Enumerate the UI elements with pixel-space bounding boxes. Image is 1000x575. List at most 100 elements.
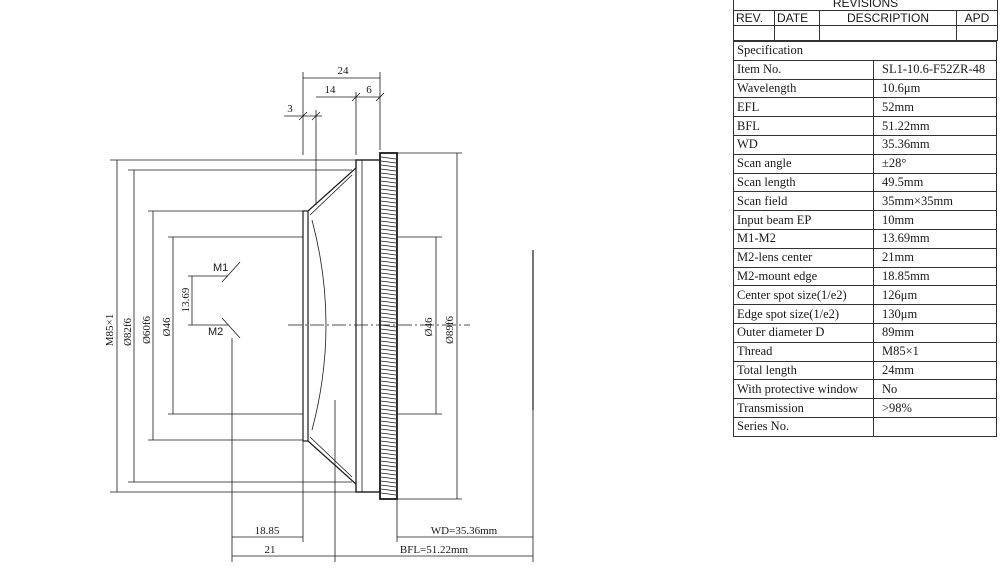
rev-empty-cell	[774, 25, 820, 41]
thread-mark	[380, 396, 397, 400]
spec-value: 49.5mm	[873, 172, 997, 193]
taper-top	[307, 159, 380, 212]
spec-label: Transmission	[733, 398, 874, 418]
spec-label: Total length	[733, 360, 874, 381]
thread-mark	[380, 324, 397, 328]
dim-18-85: 18.85	[255, 525, 280, 537]
thread-mark	[380, 360, 397, 364]
dim-m85: M85×1	[104, 314, 116, 346]
thread-mark	[380, 392, 397, 396]
rev-empty-cell	[956, 25, 998, 41]
thread-mark	[380, 160, 397, 164]
taper-inner-top	[309, 174, 353, 216]
thread-mark	[380, 164, 397, 168]
thread-mark	[380, 276, 397, 280]
thread-mark	[380, 488, 397, 492]
spec-label: Input beam EP	[733, 210, 874, 230]
thread-mark	[380, 184, 397, 188]
spec-label: M2-mount edge	[733, 266, 874, 287]
rev-empty-cell	[819, 25, 957, 41]
dim-bfl: BFL=51.22mm	[400, 544, 469, 556]
thread-mark	[380, 212, 397, 216]
spec-label: Scan length	[733, 172, 874, 193]
revisions-table: REVISIONS REV. DATE DESCRIPTION APD	[733, 0, 998, 41]
tick	[298, 111, 308, 121]
thread-mark	[380, 428, 397, 432]
spec-label: EFL	[733, 97, 874, 118]
revisions-header-row: REV. DATE DESCRIPTION APD	[733, 10, 998, 26]
spec-value: 24mm	[873, 360, 997, 381]
tick	[375, 92, 385, 102]
thread-mark	[380, 288, 397, 292]
thread-mark	[380, 188, 397, 192]
spec-label: M1-M2	[733, 228, 874, 249]
spec-label: With protective window	[733, 379, 874, 400]
spec-value	[873, 416, 997, 437]
tick	[311, 111, 321, 121]
lens-surface	[311, 219, 327, 431]
thread-mark	[380, 312, 397, 316]
spec-value: ±28°	[873, 153, 997, 174]
spec-value: 35mm×35mm	[873, 191, 997, 212]
spec-row: Transmission>98%	[733, 398, 997, 418]
dim-13-69: 13.69	[180, 287, 192, 312]
taper-bottom	[307, 440, 380, 493]
spec-value: 13.69mm	[873, 228, 997, 249]
thread-mark	[380, 448, 397, 452]
spec-label: WD	[733, 134, 874, 155]
thread-mark	[380, 404, 397, 408]
thread-mark	[380, 436, 397, 440]
thread-mark	[380, 196, 397, 200]
thread-mark	[380, 376, 397, 380]
lens-technical-drawing: 24 14 6 3 M85×1 Ø82f6 Ø60f6 Ø46 13.69 M	[104, 65, 534, 562]
lens-body	[302, 152, 398, 500]
spec-label: Thread	[733, 341, 874, 362]
thread-mark	[380, 480, 397, 484]
thread-mark	[380, 472, 397, 476]
mirror-m1	[221, 261, 241, 283]
thread-mark	[380, 240, 397, 244]
thread-mark	[380, 340, 397, 344]
thread-mark	[380, 460, 397, 464]
spec-value: 18.85mm	[873, 266, 997, 287]
dim-d46-left: Ø46	[161, 317, 173, 336]
label-m1: M1	[213, 262, 228, 274]
right-dimensions: Ø46 Ø89f6	[397, 152, 462, 500]
thread-mark	[380, 332, 397, 336]
thread-mark	[380, 156, 397, 160]
rev-col-apd: APD	[956, 10, 998, 26]
rev-empty-cell	[733, 25, 775, 41]
thread-mark	[380, 440, 397, 444]
spec-label: Center spot size(1/e2)	[733, 285, 874, 306]
thread-mark	[380, 256, 397, 260]
spec-row: Center spot size(1/e2)126μm	[733, 285, 997, 306]
dim-d46-right: Ø46	[423, 317, 435, 336]
thread-mark	[380, 424, 397, 428]
spec-value: 21mm	[873, 247, 997, 268]
thread-mark	[380, 432, 397, 436]
thread-mark	[380, 368, 397, 372]
thread-mark	[380, 384, 397, 388]
spec-header: Specification	[733, 41, 997, 61]
dim-24: 24	[338, 65, 350, 77]
thread-mark	[380, 320, 397, 324]
thread-mark	[380, 400, 397, 404]
spec-label: Edge spot size(1/e2)	[733, 304, 874, 324]
spec-value: 51.22mm	[873, 116, 997, 136]
thread-mark	[380, 204, 397, 208]
thread-mark	[380, 176, 397, 180]
thread-pattern	[380, 156, 397, 496]
spec-label: BFL	[733, 116, 874, 136]
top-dimensions: 24 14 6 3	[284, 65, 385, 205]
spec-value: >98%	[873, 398, 997, 418]
dim-d60: Ø60f6	[141, 315, 153, 344]
threaded-ring	[379, 152, 398, 500]
thread-mark	[380, 252, 397, 256]
